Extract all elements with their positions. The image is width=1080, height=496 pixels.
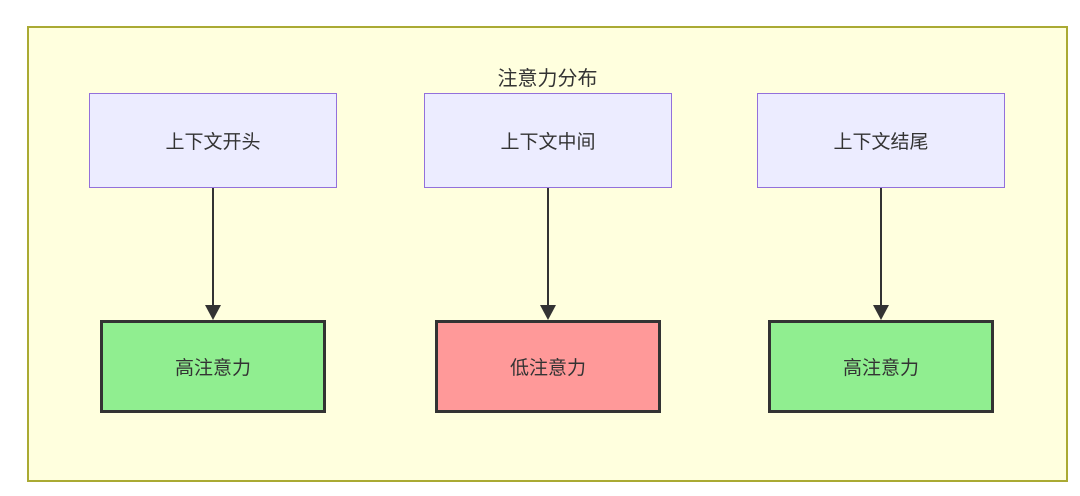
arrow-shaft <box>547 188 549 305</box>
diagram-title: 注意力分布 <box>497 68 598 90</box>
node-label: 上下文结尾 <box>833 132 929 153</box>
node-label: 高注意力 <box>842 358 919 379</box>
arrowhead-icon <box>873 305 889 320</box>
node-label: 高注意力 <box>174 358 251 379</box>
flow-column-context-middle: 上下文中间 低注意力 <box>424 93 672 413</box>
node-high-attention-2: 高注意力 <box>768 320 994 413</box>
node-context-middle: 上下文中间 <box>424 93 672 188</box>
node-low-attention: 低注意力 <box>435 320 661 413</box>
arrow-shaft <box>880 188 882 305</box>
arrow-down-icon <box>540 188 556 320</box>
arrow-down-icon <box>205 188 221 320</box>
arrow-down-icon <box>873 188 889 320</box>
node-context-end: 上下文结尾 <box>757 93 1005 188</box>
node-high-attention-1: 高注意力 <box>100 320 326 413</box>
flow-column-context-start: 上下文开头 高注意力 <box>89 93 337 413</box>
arrowhead-icon <box>540 305 556 320</box>
node-label: 低注意力 <box>509 358 586 379</box>
node-label: 上下文开头 <box>165 132 261 153</box>
flow-column-context-end: 上下文结尾 高注意力 <box>757 93 1005 413</box>
arrow-shaft <box>212 188 214 305</box>
node-context-start: 上下文开头 <box>89 93 337 188</box>
arrowhead-icon <box>205 305 221 320</box>
node-label: 上下文中间 <box>500 132 596 153</box>
